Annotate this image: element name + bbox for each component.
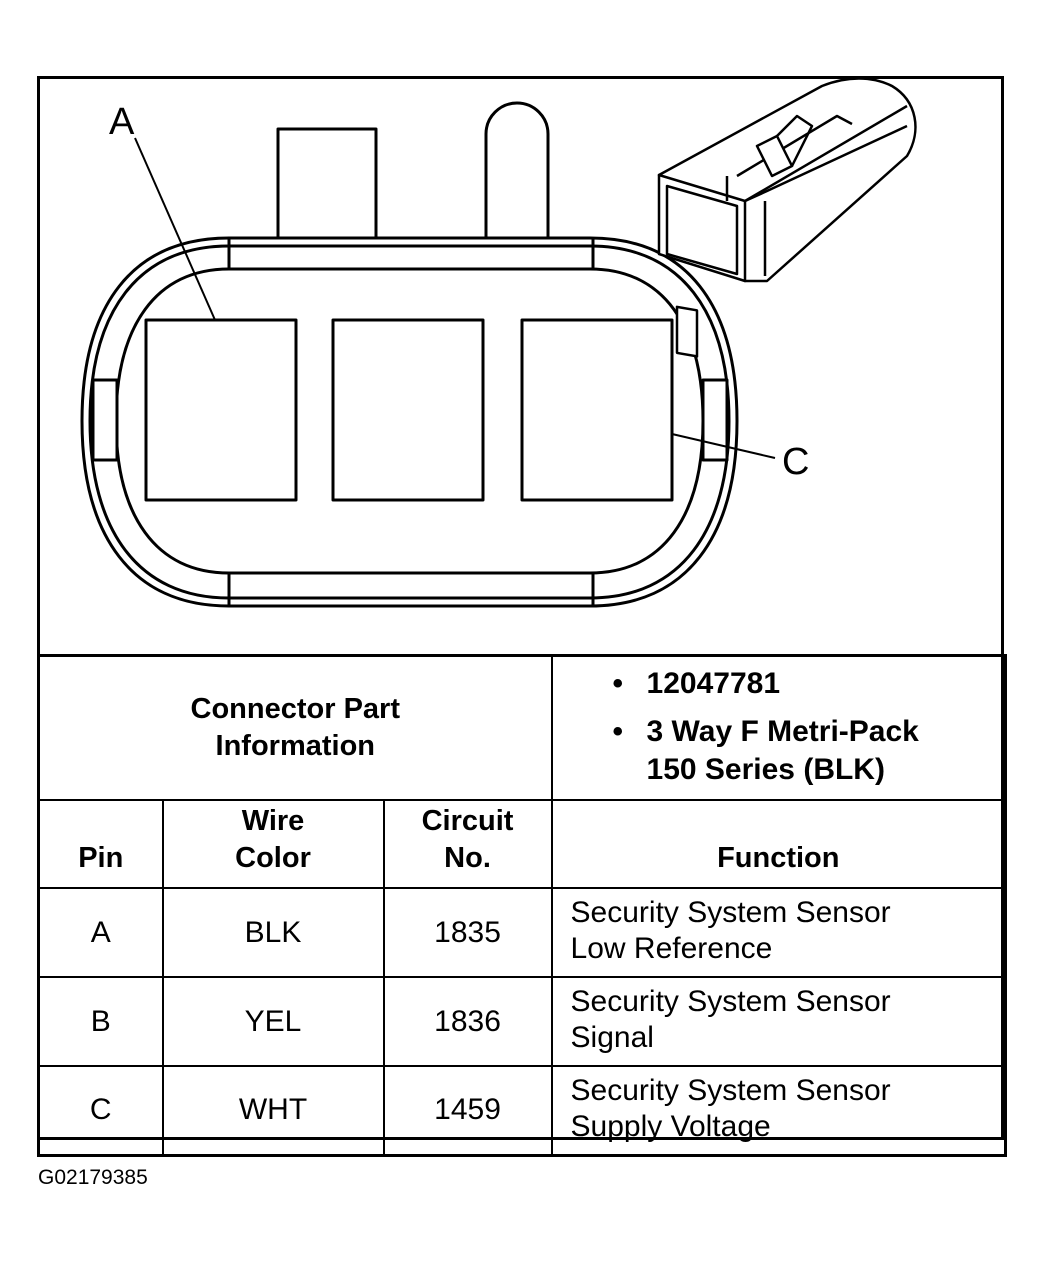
connector-part-info-values: • 12047781 • 3 Way F Metri-Pack 150 Seri… — [550, 654, 1008, 801]
wire-color-cell: YEL — [161, 976, 385, 1067]
callout-c-label: C — [782, 441, 809, 483]
connector-type-item: • 3 Way F Metri-Pack 150 Series (BLK) — [613, 713, 1005, 789]
connector-part-info-label-line1: Connector Part — [190, 693, 400, 725]
function-cell: Security System Sensor Low Reference — [550, 887, 1008, 978]
connector-isometric-view — [657, 77, 917, 358]
connector-type-line2: 150 Series (BLK) — [646, 753, 885, 786]
pin-cell: A — [37, 887, 164, 978]
connector-part-info-label: Connector Part Information — [36, 654, 553, 801]
wire-color-cell: BLK — [161, 887, 385, 978]
header-circuit-no: Circuit No. — [382, 799, 553, 889]
circuit-cell: 1835 — [382, 887, 553, 978]
circuit-cell: 1836 — [382, 976, 553, 1067]
cavity-a — [144, 318, 298, 502]
cavity-c — [520, 318, 674, 502]
header-function: Function — [550, 799, 1008, 889]
connector-type-line1: 3 Way F Metri-Pack — [646, 715, 919, 748]
wire-color-cell: WHT — [161, 1065, 385, 1157]
connector-part-info-row: Connector Part Information • 12047781 • … — [36, 654, 1008, 801]
header-wire-color: Wire Color — [161, 799, 385, 889]
table-row: A BLK 1835 Security System Sensor Low Re… — [37, 887, 1008, 978]
figure-id: G02179385 — [38, 1166, 148, 1189]
part-number-item: • 12047781 — [613, 665, 1005, 703]
connector-locking-key — [484, 101, 550, 270]
callout-c-leader — [671, 433, 776, 459]
table-row: C WHT 1459 Security System Sensor Supply… — [37, 1065, 1008, 1157]
bullet-icon: • — [612, 667, 624, 700]
connector-part-info-label-line2: Information — [215, 730, 376, 762]
connector-diagram: A C — [37, 76, 1004, 656]
cavity-b — [331, 318, 485, 502]
connector-top-tab — [276, 127, 378, 243]
callout-a-leader — [134, 137, 216, 321]
connector-body-outer-inner-line — [88, 244, 731, 600]
circuit-cell: 1459 — [382, 1065, 553, 1157]
header-pin: Pin — [37, 799, 164, 889]
callout-a-label: A — [109, 101, 135, 143]
pin-cell: B — [37, 976, 164, 1067]
function-cell: Security System Sensor Signal — [550, 976, 1008, 1067]
pin-cell: C — [37, 1065, 164, 1157]
connector-pinout-table: Connector Part Information • 12047781 • … — [36, 654, 1008, 1157]
table-row: B YEL 1836 Security System Sensor Signal — [37, 976, 1008, 1067]
table-header-row: Pin Wire Color Circuit No. Function — [37, 799, 1008, 889]
function-cell: Security System Sensor Supply Voltage — [550, 1065, 1008, 1157]
part-number: 12047781 — [646, 667, 781, 700]
bullet-icon: • — [612, 715, 624, 748]
